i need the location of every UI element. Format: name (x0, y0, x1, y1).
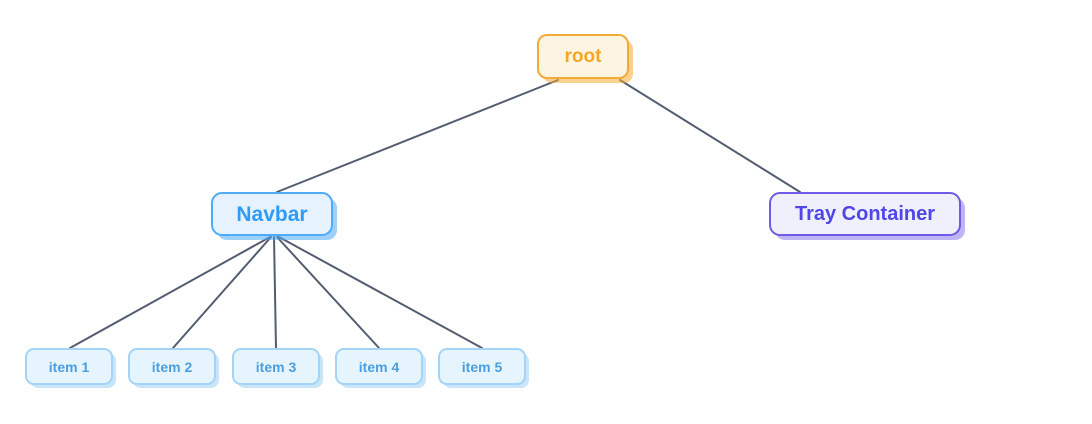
node-navbar-label: Navbar (236, 202, 308, 226)
node-item-5-label: item 5 (461, 358, 503, 375)
edge-navbar-to-item-1 (69, 236, 271, 349)
edge-navbar-to-item-2 (172, 236, 272, 349)
node-root[interactable]: root (537, 34, 629, 79)
edge-root-to-navbar (276, 79, 559, 193)
edge-navbar-to-item-3 (273, 236, 277, 349)
node-item-3[interactable]: item 3 (232, 348, 320, 385)
edge-root-to-tray (619, 79, 801, 193)
edge-navbar-to-item-5 (278, 236, 483, 349)
node-item-5[interactable]: item 5 (438, 348, 526, 385)
node-tray-container-label: Tray Container (794, 203, 936, 225)
node-item-1[interactable]: item 1 (25, 348, 113, 385)
node-item-4[interactable]: item 4 (335, 348, 423, 385)
node-item-1-label: item 1 (48, 358, 90, 375)
node-item-2-label: item 2 (151, 358, 193, 375)
edge-navbar-to-item-4 (276, 236, 380, 349)
node-item-2[interactable]: item 2 (128, 348, 216, 385)
node-item-3-label: item 3 (255, 358, 297, 375)
node-tray-container[interactable]: Tray Container (769, 192, 961, 236)
node-item-4-label: item 4 (358, 358, 400, 375)
node-root-label: root (564, 46, 602, 67)
node-navbar[interactable]: Navbar (211, 192, 333, 236)
